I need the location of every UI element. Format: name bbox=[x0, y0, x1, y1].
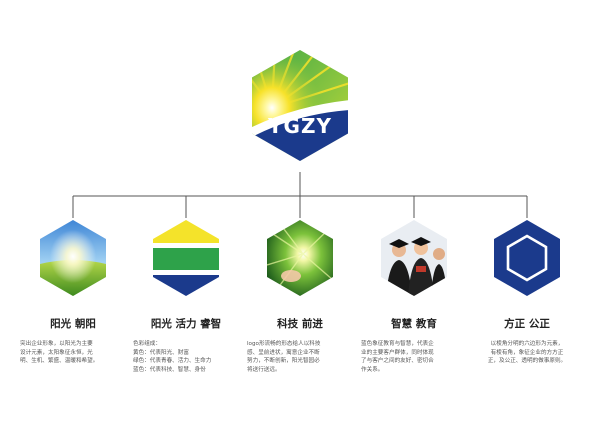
logo-text: YGZY bbox=[268, 114, 332, 138]
light-burst-icon bbox=[267, 220, 333, 296]
item-title: 科技 前进 bbox=[277, 318, 323, 330]
item-description: 突出企业形象，以阳光为主要 设计元素，太阳象征永恒，光 明、生机、繁盛、温暖和希… bbox=[20, 341, 99, 364]
color-stripes-icon bbox=[153, 220, 219, 296]
item-title: 阳光 朝阳 bbox=[50, 318, 96, 330]
item-description: 以棱角分明的六边形为元素， 有棱有角，象征企业的方方正 正，及公正、透明的做事原… bbox=[487, 341, 567, 364]
item-title: 方正 公正 bbox=[504, 318, 550, 330]
item-description: logo形流畅的形态给人以科技 感、呈前进状，寓意企业不断 努力，不断创新，阳光… bbox=[247, 341, 321, 373]
ygzy-logo: YGZY bbox=[250, 48, 350, 163]
graduates-icon bbox=[381, 220, 447, 296]
hexagon-outline-icon bbox=[494, 220, 560, 296]
item-description: 蓝色象征教育与智慧，代表企 业的主要客户群体，同时体现 了与客户之间的友好、密切… bbox=[361, 341, 434, 373]
item-title: 阳光 活力 睿智 bbox=[150, 318, 222, 330]
item-description: 色彩组成： 黄色：代表阳光、财富 绿色：代表青春、活力、生命力 蓝色：代表科技、… bbox=[133, 341, 212, 373]
item-title: 智慧 教育 bbox=[391, 318, 437, 330]
sunrise-meadow-icon bbox=[40, 220, 106, 296]
